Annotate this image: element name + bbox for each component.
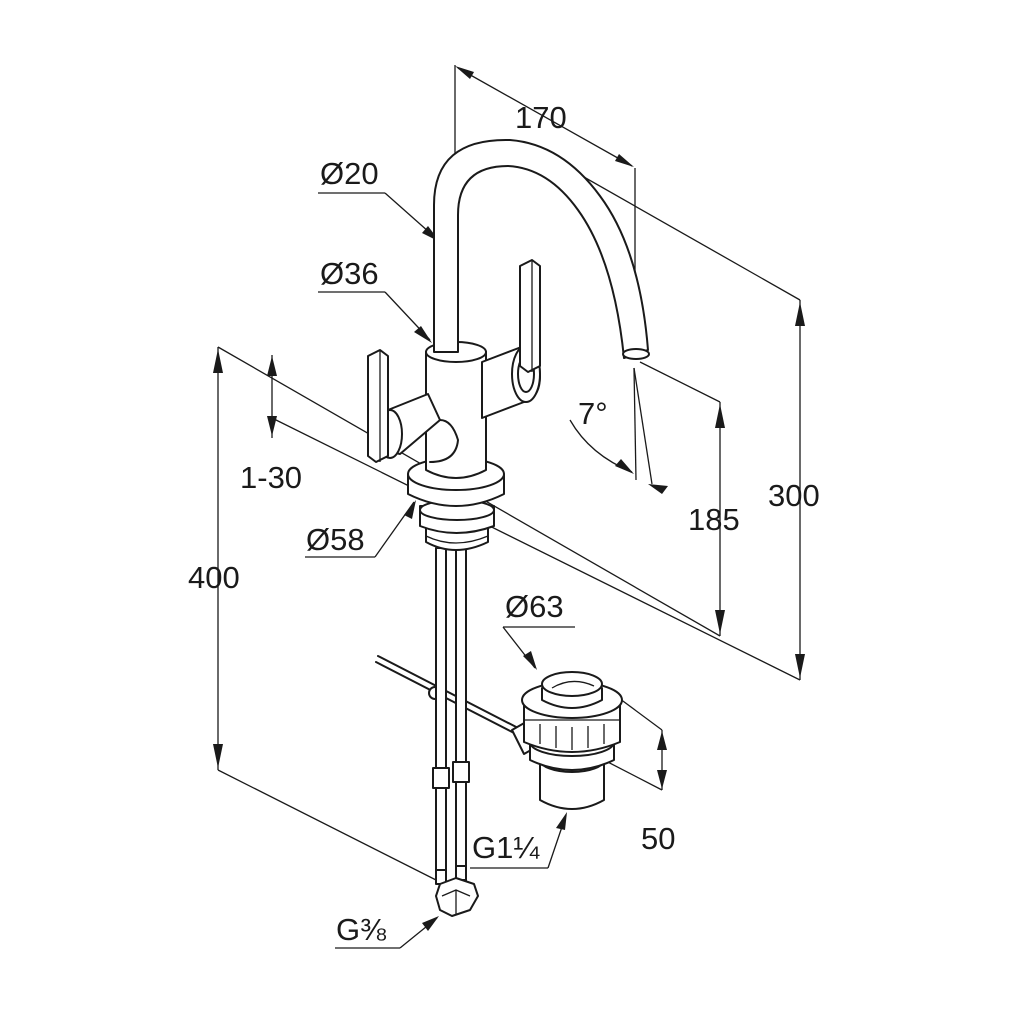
label-body-diameter: Ø36	[320, 256, 379, 291]
label-outlet-height: 185	[688, 502, 740, 537]
label-spout-angle: 7°	[578, 396, 608, 431]
label-spout-diameter: Ø20	[320, 156, 379, 191]
pop-up-waste	[521, 671, 623, 810]
label-waste-height: 50	[641, 821, 675, 856]
dimension-labels: 170 Ø20 Ø36 1-30 Ø58 400 7° 185 300 Ø63 …	[188, 100, 820, 947]
label-base-diameter: Ø58	[306, 522, 365, 557]
label-hose-thread: G⅜	[336, 912, 386, 947]
label-waste-diameter: Ø63	[505, 589, 564, 624]
label-spout-height: 300	[768, 478, 820, 513]
spout	[433, 138, 650, 360]
label-spout-reach: 170	[515, 100, 567, 135]
label-waste-thread: G1¼	[472, 830, 540, 865]
label-total-height: 400	[188, 560, 240, 595]
label-adjust-range: 1-30	[240, 460, 302, 495]
